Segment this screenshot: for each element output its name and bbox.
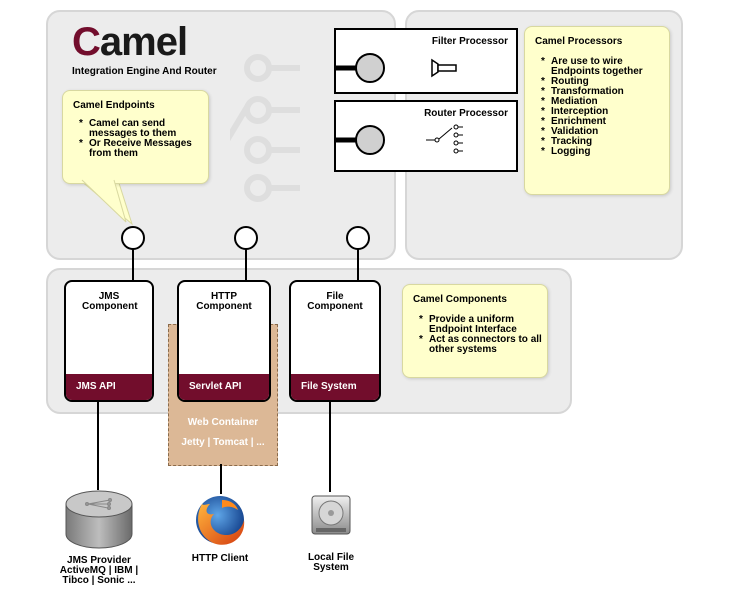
processors-note-title: Camel Processors bbox=[535, 36, 623, 47]
switch-icon bbox=[426, 124, 463, 154]
processors-note-item: Interception bbox=[541, 107, 665, 118]
processors-note-item: Transformation bbox=[541, 87, 665, 98]
camel-logo-rest: amel bbox=[99, 20, 188, 64]
components-note: Camel Components Provide a uniform Endpo… bbox=[402, 284, 548, 378]
jms-provider-label: JMS Provider ActiveMQ | IBM | Tibco | So… bbox=[40, 556, 158, 586]
http-client-line1: HTTP Client bbox=[191, 553, 249, 564]
camel-logo-text: Camel bbox=[72, 20, 188, 64]
firefox-icon bbox=[196, 496, 245, 545]
processors-note-item: Logging bbox=[541, 147, 665, 158]
processors-note-item: Enrichment bbox=[541, 117, 665, 128]
endpoints-note-tail-cover bbox=[81, 179, 127, 223]
endpoints-note: Camel Endpoints Camel can send messages … bbox=[62, 90, 209, 184]
processors-note-item: Validation bbox=[541, 127, 665, 138]
file-component[interactable]: File Component File System bbox=[289, 280, 381, 402]
jms-api-label: JMS API bbox=[66, 374, 152, 400]
database-icon bbox=[65, 490, 133, 549]
processors-note-item: Tracking bbox=[541, 137, 665, 148]
jms-component-title: JMS Component bbox=[82, 291, 138, 312]
jms-provider-line1: JMS Provider bbox=[67, 555, 131, 566]
processors-note: Camel Processors Are use to wire Endpoin… bbox=[524, 26, 670, 195]
endpoints-note-item: Camel can send messages to them bbox=[79, 119, 199, 139]
logo-subtitle: Integration Engine And Router bbox=[72, 66, 217, 77]
endpoints-note-title: Camel Endpoints bbox=[73, 100, 155, 111]
http-client-label: HTTP Client bbox=[170, 554, 270, 564]
components-note-item: Act as connectors to all other systems bbox=[419, 335, 543, 355]
jms-provider-line2: ActiveMQ | IBM | bbox=[59, 565, 139, 576]
http-component-title: HTTP Component bbox=[196, 291, 252, 312]
camel-logo: Camel bbox=[72, 20, 188, 64]
endpoints-note-item: Or Receive Messages from them bbox=[79, 139, 199, 159]
web-container-title: Web Container bbox=[187, 417, 259, 428]
file-system-label: File System bbox=[291, 374, 379, 400]
jms-provider-line3: Tibco | Sonic ... bbox=[62, 575, 136, 586]
http-component[interactable]: HTTP Component Servlet API bbox=[177, 280, 271, 402]
file-endpoint-circle bbox=[346, 226, 370, 250]
connector-watermark bbox=[230, 54, 300, 202]
filter-processor-title: Filter Processor bbox=[431, 36, 508, 47]
jms-component[interactable]: JMS Component JMS API bbox=[64, 280, 154, 402]
local-file-system-label: Local File System bbox=[286, 553, 376, 573]
web-container-servers: Jetty | Tomcat | ... bbox=[181, 437, 265, 448]
servlet-api-label: Servlet API bbox=[179, 374, 269, 400]
processors-note-item: Routing bbox=[541, 77, 665, 88]
components-note-title: Camel Components bbox=[413, 294, 507, 305]
jms-endpoint-circle bbox=[121, 226, 145, 250]
funnel-icon bbox=[431, 58, 457, 78]
local-file-line2: System bbox=[313, 562, 349, 573]
hard-drive-icon bbox=[311, 495, 351, 535]
processors-note-item: Mediation bbox=[541, 97, 665, 108]
processors-note-item: Are use to wire Endpoints together bbox=[541, 57, 665, 77]
file-component-title: File Component bbox=[307, 291, 363, 312]
local-file-line1: Local File bbox=[307, 552, 355, 563]
processor-icons bbox=[336, 53, 463, 155]
components-note-item: Provide a uniform Endpoint Interface bbox=[419, 315, 543, 335]
camel-logo-initial: C bbox=[72, 20, 101, 64]
router-processor-title: Router Processor bbox=[424, 108, 508, 119]
http-endpoint-circle bbox=[234, 226, 258, 250]
